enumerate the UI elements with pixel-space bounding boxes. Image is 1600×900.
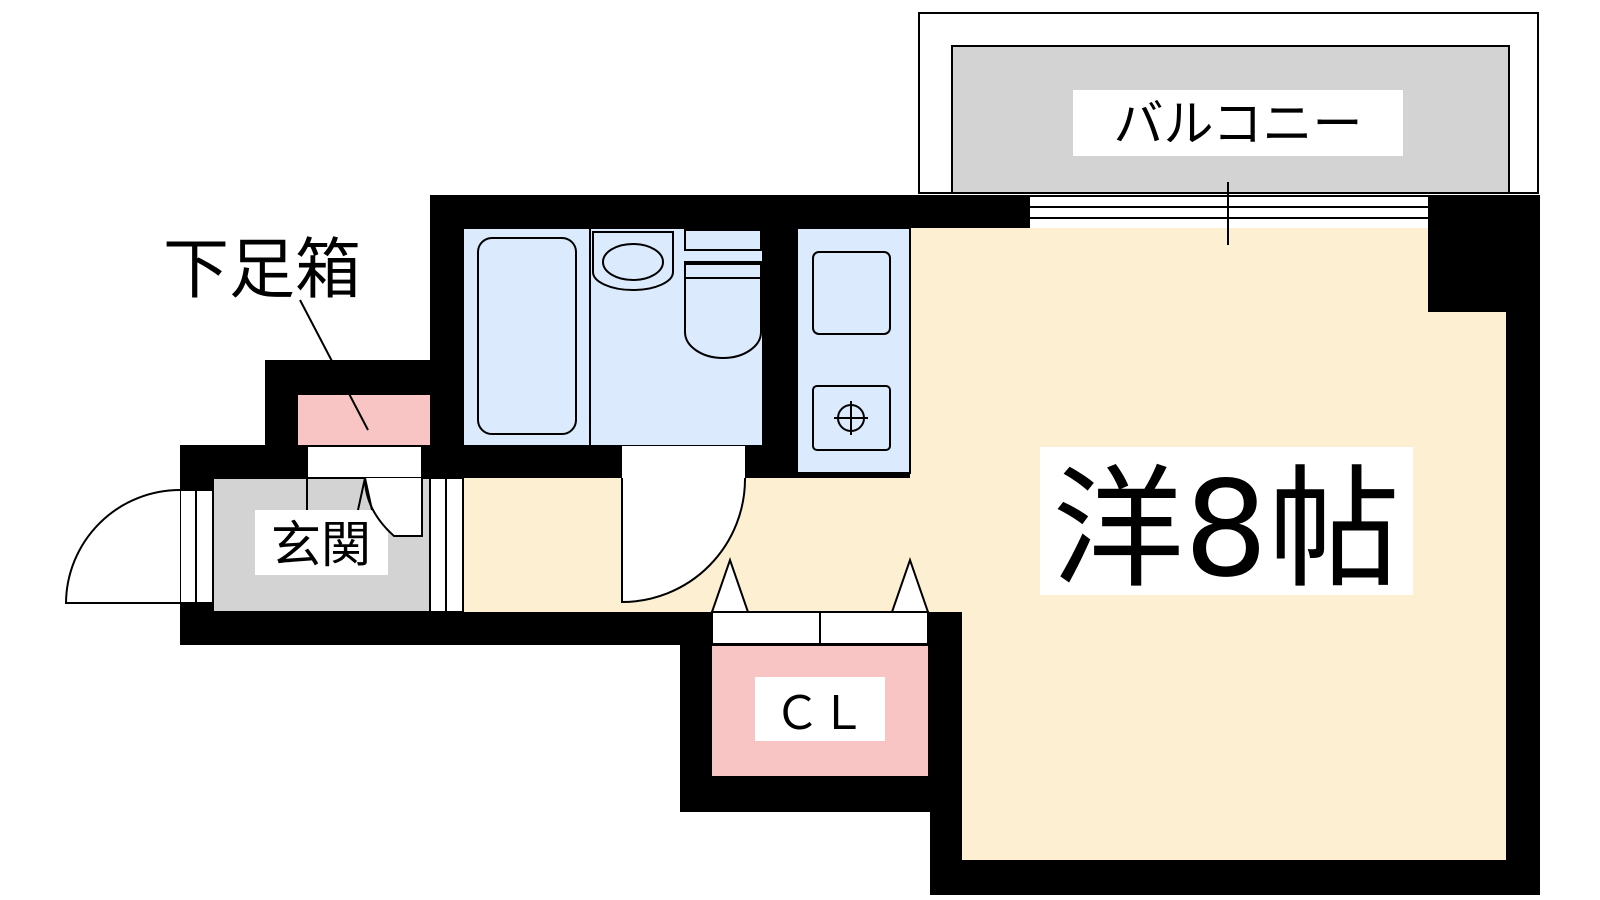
shoe-box-door-gap — [306, 445, 423, 479]
closet-door-marker-left — [710, 556, 750, 613]
outside-lower-mid — [680, 812, 930, 900]
closet-label: ＣＬ — [774, 686, 866, 740]
toilet-bowl-icon — [684, 261, 762, 359]
balcony-label-bg — [1073, 90, 1403, 156]
balcony: バルコニー — [918, 12, 1539, 194]
shoe-box-door-swing — [364, 477, 423, 537]
closet-label-bg — [755, 677, 885, 741]
entrance-label-bg — [255, 510, 388, 575]
bath-door-swing — [621, 477, 747, 604]
unit-bath — [462, 227, 764, 447]
bath-door — [621, 446, 747, 604]
entrance-label: 玄関 — [271, 516, 371, 574]
kitchen — [796, 227, 911, 474]
outside-lower-left — [430, 645, 680, 900]
balcony-window — [1030, 182, 1428, 245]
shoe-box-fill — [298, 395, 430, 445]
shoe-box-label: 下足箱 — [163, 231, 361, 308]
closet: ＣＬ — [710, 556, 930, 776]
bathtub-icon — [477, 237, 577, 435]
entrance: 玄関 — [64, 477, 464, 613]
shoe-box-door-marker — [357, 477, 373, 511]
kitchen-sink-icon — [812, 251, 891, 335]
toilet-tank-icon — [684, 229, 762, 251]
closet-door-marker-right — [890, 556, 930, 613]
sink-basin-icon — [602, 243, 664, 281]
shoe-box: 下足箱 — [163, 231, 430, 537]
western-room: 洋8帖 — [910, 195, 1540, 860]
pillar — [1428, 195, 1540, 312]
toilet-seat-icon — [684, 263, 762, 279]
western-room-label: 洋8帖 — [1052, 453, 1400, 607]
bath-door-opening — [622, 446, 745, 478]
shoe-box-leader — [299, 299, 369, 431]
balcony-label: バルコニー — [1114, 95, 1363, 153]
label-bg-western — [1040, 447, 1413, 595]
front-door-swing — [64, 489, 181, 604]
